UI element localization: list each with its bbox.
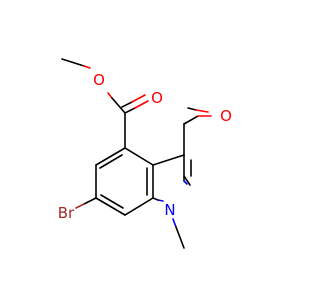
atom-n-indole: N — [164, 201, 175, 219]
bond-n-methyl — [175, 226, 185, 249]
structure-diagram: O O O N Br — [58, 58, 232, 249]
bond-cho-c-o-double-2b — [195, 109, 209, 113]
bond-o-carbonyl-c-half-a — [107, 92, 113, 99]
atom-o-ester-ether: O — [93, 71, 105, 89]
bond-cho-c-o-double-2 — [187, 107, 197, 111]
bond-n-methyl-half — [172, 218, 177, 228]
atom-br: Br — [58, 204, 75, 222]
atom-o-aldehyde: O — [220, 107, 232, 125]
bond-c3a-c4 — [124, 147, 154, 166]
bond-c7-c7a — [124, 197, 154, 216]
bond-c2-n-link — [183, 175, 191, 186]
atom-o-ester-carbonyl: O — [151, 89, 163, 107]
bond-c6-br — [83, 197, 97, 205]
bond-c6-c7-inner — [100, 194, 124, 209]
bond-c4-c5 — [95, 147, 126, 166]
bond-carbonyl-double-1b — [134, 100, 149, 109]
bond-o-carbonyl-c-half-b — [111, 97, 126, 114]
bond-n-c7a — [152, 197, 159, 201]
bond-carbonyl-double-2b — [131, 94, 146, 103]
bond-carbonyl-double-1 — [124, 107, 136, 114]
bond-n-c7a-half — [157, 199, 164, 202]
bond-ester-o-half — [83, 65, 91, 69]
bond-carbonyl-double-2 — [121, 101, 133, 108]
bond-c2-n — [183, 180, 188, 185]
bond-cho-c-o — [183, 115, 199, 125]
bond-c3a-c3 — [152, 154, 185, 166]
bond-c6-c7 — [95, 197, 126, 216]
bond-c6-br-half — [75, 203, 85, 209]
bond-c4-c5-inner — [99, 154, 123, 169]
bond-methyl-ester-o — [61, 58, 85, 67]
